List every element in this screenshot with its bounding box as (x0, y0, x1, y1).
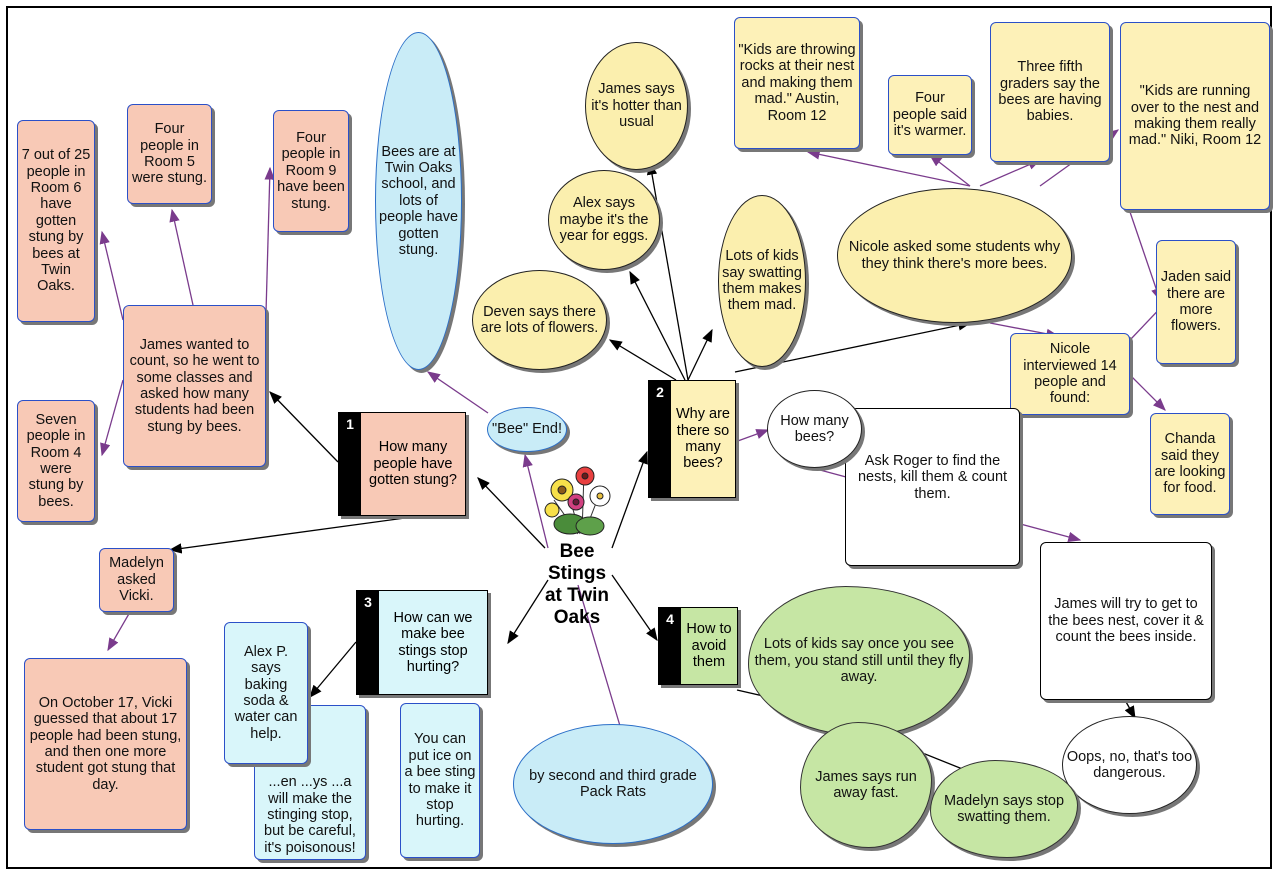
edge-beeend-bees (426, 371, 489, 414)
nicole-asked-oval[interactable]: Nicole asked some students why they thin… (837, 188, 1072, 323)
austin-quote[interactable]: "Kids are throwing rocks at their nest a… (734, 17, 860, 149)
niki-quote[interactable]: "Kids are running over to the nest and m… (1120, 22, 1270, 210)
deven-oval[interactable]: Deven says there are lots of flowers. (472, 270, 607, 370)
edge-nicole-fifth (979, 159, 1042, 187)
chanda-note[interactable]: Chanda said they are looking for food. (1150, 413, 1230, 515)
map-title: Bee Stings at Twin Oaks (544, 541, 610, 628)
oops-oval[interactable]: Oops, no, that's too dangerous. (1062, 716, 1197, 814)
edge-james-room5 (169, 208, 194, 306)
edge-nicole-four (928, 154, 971, 187)
edge-center-credit (577, 584, 628, 748)
edge-center-q1 (477, 477, 546, 549)
alex-eggs-oval[interactable]: Alex says maybe it's the year for eggs. (548, 170, 660, 270)
nicole-interviewed-note[interactable]: Nicole interviewed 14 people and found: (1010, 333, 1130, 415)
question-4-box[interactable]: 4 How to avoid them (658, 607, 738, 685)
ice-note[interactable]: You can put ice on a bee sting to make i… (400, 703, 480, 858)
edge-q1-james (269, 391, 339, 463)
four-warmer-note[interactable]: Four people said it's warmer. (888, 75, 972, 155)
bees-at-school-oval[interactable]: Bees are at Twin Oaks school, and lots o… (375, 32, 462, 370)
roger-note[interactable]: Ask Roger to find the nests, kill them &… (845, 408, 1020, 566)
credit-oval[interactable]: by second and third grade Pack Rats (513, 724, 713, 844)
edge-q2-james (646, 161, 689, 381)
run-away-cloud[interactable]: James says run away fast. (800, 722, 932, 848)
edge-q1-madelyn (168, 517, 406, 554)
edge-q2-deven (608, 339, 677, 381)
how-many-bees-oval[interactable]: How many bees? (767, 390, 862, 468)
edge-q2-howmany (734, 429, 770, 443)
jaden-note[interactable]: Jaden said there are more flowers. (1156, 240, 1236, 364)
edge-q2-swat (687, 328, 713, 381)
james-count-note[interactable]: James wanted to count, so he went to som… (123, 305, 266, 467)
edge-q3-alexp (309, 641, 357, 698)
edge-q2-alex (629, 270, 686, 381)
bee-end-oval[interactable]: "Bee" End! (487, 407, 567, 452)
vicki-guess-note[interactable]: On October 17, Vicki guessed that about … (24, 658, 187, 830)
question-1-number: 1 (339, 413, 361, 515)
question-3-box[interactable]: 3 How can we make bee stings stop hurtin… (356, 590, 488, 695)
question-3-text: How can we make bee stings stop hurting? (393, 609, 473, 675)
room6-note[interactable]: 7 out of 25 people in Room 6 have gotten… (17, 120, 95, 322)
room5-note[interactable]: Four people in Room 5 were stung. (127, 104, 212, 204)
flower-bouquet-icon (540, 462, 618, 547)
edge-center-beeend (522, 453, 549, 549)
madelyn-asked-note[interactable]: Madelyn asked Vicki. (99, 548, 174, 612)
question-1-text: How many people have gotten stung? (369, 439, 457, 489)
james-cover-note[interactable]: James will try to get to the bees nest, … (1040, 542, 1212, 700)
edge-q2-nicole (734, 320, 972, 373)
edge-center-q2 (611, 450, 648, 549)
swatting-mad-oval[interactable]: Lots of kids say swatting them makes the… (718, 195, 806, 367)
james-hotter-oval[interactable]: James says it's hotter than usual (585, 42, 688, 170)
edge-james-room9 (264, 166, 275, 314)
question-4-number: 4 (659, 608, 681, 684)
edge-center-q4 (611, 574, 658, 642)
edge-james-room4 (100, 379, 124, 457)
question-4-text: How to avoid them (686, 621, 732, 671)
room9-note[interactable]: Four people in Room 9 have been stung. (273, 110, 349, 232)
alex-p-note[interactable]: Alex P. says baking soda & water can hel… (224, 622, 308, 764)
question-2-text: Why are there so many bees? (676, 406, 730, 472)
question-1-box[interactable]: 1 How many people have gotten stung? (338, 412, 466, 516)
question-2-number: 2 (649, 381, 671, 497)
fifth-graders-note[interactable]: Three fifth graders say the bees are hav… (990, 22, 1110, 162)
edge-madelyn-vicki (107, 611, 131, 652)
edge-james-room6 (99, 230, 124, 321)
question-3-number: 3 (357, 591, 379, 694)
stop-swatting-cloud[interactable]: Madelyn says stop swatting them. (930, 760, 1078, 858)
edge-james-oops (1124, 699, 1136, 720)
edge-nicole-austin (806, 149, 971, 187)
edge-center-q3 (507, 579, 549, 645)
room4-note[interactable]: Seven people in Room 4 were stung by bee… (17, 400, 95, 522)
question-2-box[interactable]: 2 Why are there so many bees? (648, 380, 736, 498)
edge-niki-jaden (1129, 211, 1162, 302)
stand-still-cloud[interactable]: Lots of kids say once you see them, you … (748, 586, 970, 736)
